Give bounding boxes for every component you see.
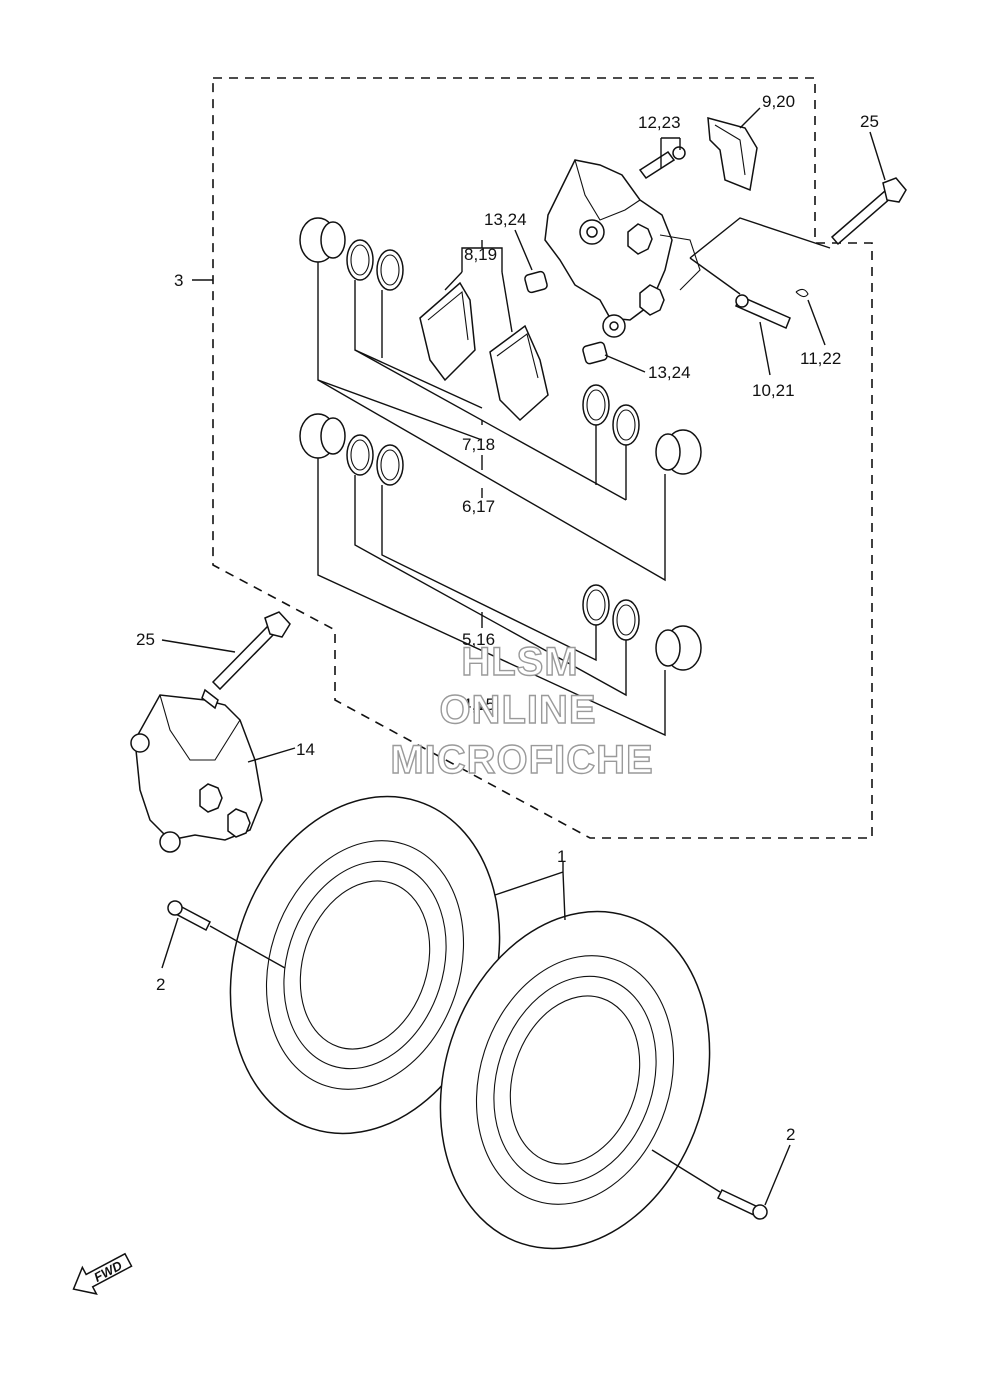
leader-2-left [161, 917, 179, 969]
leader-2-left-axis [209, 925, 286, 969]
callout-3: 3 [174, 271, 183, 290]
disc-bolt-left [167, 900, 211, 932]
callout-4-15: 4,15 [462, 695, 495, 714]
piston-set-lower-right [582, 584, 702, 671]
callout-10-21: 10,21 [752, 381, 795, 400]
collar-upper [524, 270, 548, 294]
callout-13-24-upper: 13,24 [484, 210, 527, 229]
callout-2-right: 2 [786, 1125, 795, 1144]
watermark-line-1: HLSM [461, 640, 578, 684]
left-caliper [130, 688, 263, 853]
callout-9-20: 9,20 [762, 92, 795, 111]
leader-lines-pistons [317, 262, 666, 737]
callout-12-23: 12,23 [638, 113, 681, 132]
leader-25-left [161, 639, 236, 653]
callout-1: 1 [557, 847, 566, 866]
callout-14: 14 [296, 740, 315, 759]
assembly-boundary-dashed [212, 77, 873, 839]
bleeder-screw [638, 146, 686, 180]
pad-pin-clip [795, 288, 809, 298]
leader-2-right-axis [651, 1149, 721, 1193]
piston-set-upper-left [299, 217, 404, 291]
leader-2-right [764, 1144, 791, 1206]
callout-8-19: 8,19 [464, 245, 497, 264]
brake-disc-upper [229, 795, 501, 1135]
piston-set-upper-right [582, 384, 702, 475]
callout-13-24-lower: 13,24 [648, 363, 691, 382]
pad-spring [707, 116, 758, 192]
watermark-line-2: ONLINE [439, 688, 596, 732]
piston-set-lower-left [299, 413, 404, 486]
callout-6-17: 6,17 [462, 497, 495, 516]
leader-lines-caliper [192, 107, 886, 376]
callout-2-left: 2 [156, 975, 165, 994]
fwd-arrow-icon: FWD [72, 1252, 133, 1295]
callout-25-right: 25 [860, 112, 879, 131]
pad-pin [735, 294, 791, 329]
right-caliper [544, 159, 701, 338]
brake-disc-lower [439, 910, 711, 1250]
callout-11-22: 11,22 [800, 349, 841, 368]
brake-pads [419, 281, 549, 422]
disc-bolt-right [716, 1189, 768, 1220]
callout-25-left: 25 [136, 630, 155, 649]
watermark-line-3: MICROFICHE [390, 738, 653, 782]
callout-5-16: 5,16 [462, 630, 495, 649]
callout-7-18: 7,18 [462, 435, 495, 454]
leader-1 [494, 862, 566, 921]
caliper-bolt-left [211, 611, 291, 691]
caliper-bolt-right [830, 177, 907, 246]
collar-lower [582, 341, 608, 365]
leader-14 [247, 747, 296, 763]
